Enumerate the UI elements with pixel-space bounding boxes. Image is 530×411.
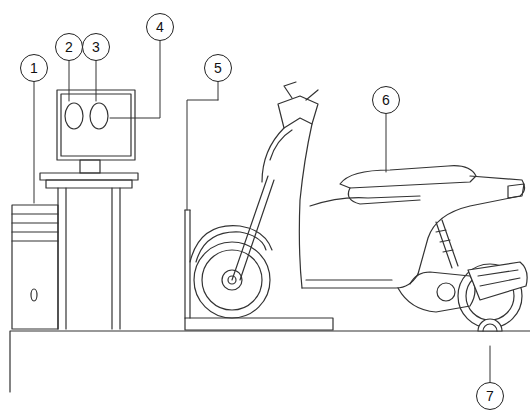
callout-number: 6 <box>372 86 400 114</box>
leader-lines <box>34 41 490 382</box>
callout-number: 5 <box>204 54 232 82</box>
scooter <box>190 82 527 328</box>
computer-tower <box>12 205 58 329</box>
desk <box>40 160 138 329</box>
floor-sensor <box>478 319 502 331</box>
gauge-2 <box>65 103 83 129</box>
callout-number: 1 <box>20 54 48 82</box>
floor-line <box>10 331 530 392</box>
callout-number: 4 <box>146 13 174 41</box>
callout-number: 7 <box>476 382 504 410</box>
wheel-stand <box>185 210 333 330</box>
callout-number: 2 <box>55 33 83 61</box>
gauge-3 <box>90 103 108 129</box>
callout-number: 3 <box>82 33 110 61</box>
